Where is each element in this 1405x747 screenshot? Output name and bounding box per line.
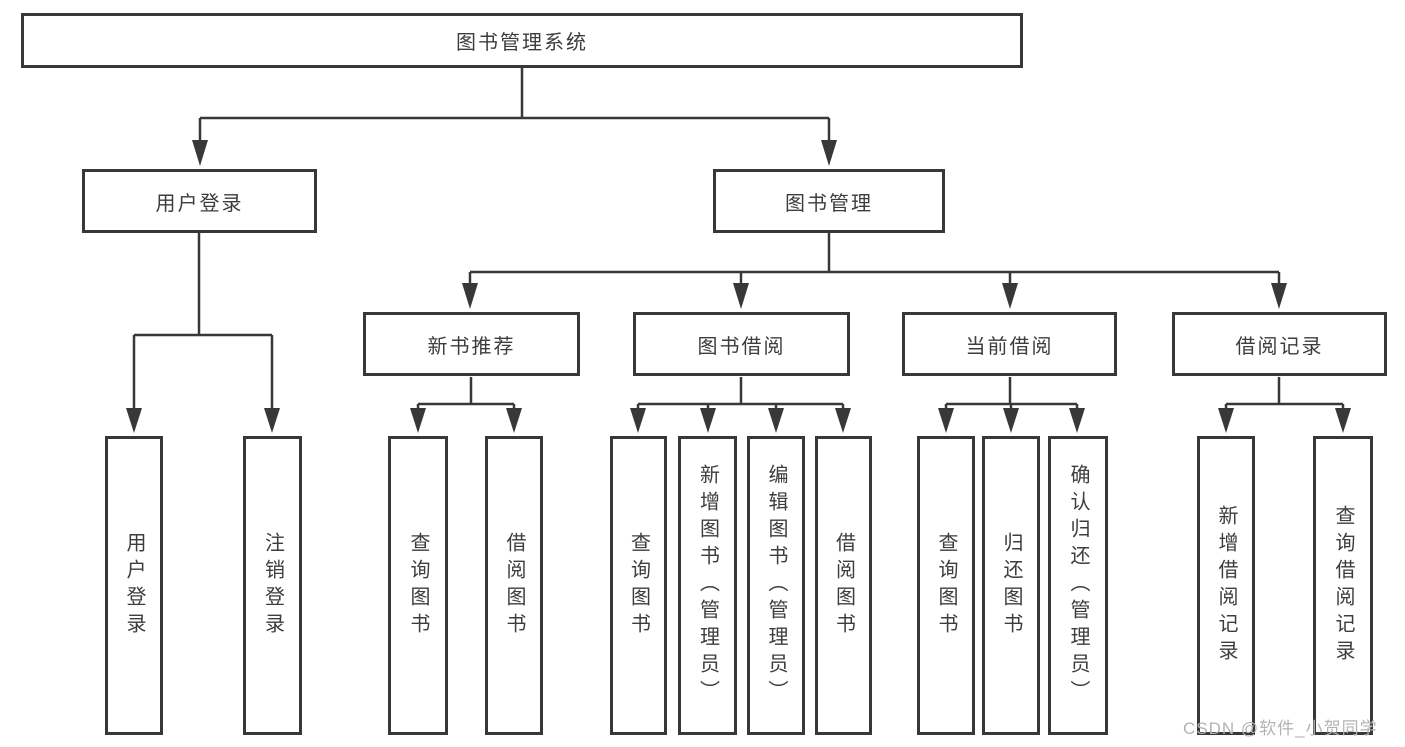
node-user-login-group: 用户登录 — [82, 169, 317, 233]
leaf-bb-add-books-admin: 新增图书（管理员） — [678, 436, 737, 735]
leaf-bb-query-books: 查询图书 — [610, 436, 667, 735]
csdn-watermark: CSDN @软件_小贺同学 — [1183, 719, 1378, 738]
leaf-cb-return-books: 归还图书 — [982, 436, 1040, 735]
node-book-borrow: 图书借阅 — [633, 312, 850, 376]
node-root-system: 图书管理系统 — [21, 13, 1023, 68]
branch-lines — [132, 68, 1345, 412]
node-book-management-group: 图书管理 — [713, 169, 945, 233]
leaf-cb-query-books: 查询图书 — [917, 436, 975, 735]
leaf-nb-borrow-books: 借阅图书 — [485, 436, 543, 735]
node-current-borrow: 当前借阅 — [902, 312, 1117, 376]
leaf-br-add-record: 新增借阅记录 — [1197, 436, 1255, 735]
node-new-book-recommend: 新书推荐 — [363, 312, 580, 376]
leaf-bb-borrow-books: 借阅图书 — [815, 436, 872, 735]
leaf-user-login: 用户登录 — [105, 436, 163, 735]
arrow-down-icon — [126, 140, 1351, 433]
leaf-cb-confirm-return-admin: 确认归还（管理员） — [1048, 436, 1108, 735]
node-borrow-records: 借阅记录 — [1172, 312, 1387, 376]
leaf-logout: 注销登录 — [243, 436, 302, 735]
leaf-bb-edit-books-admin: 编辑图书（管理员） — [747, 436, 805, 735]
leaf-br-query-record: 查询借阅记录 — [1313, 436, 1373, 735]
leaf-nb-query-books: 查询图书 — [388, 436, 448, 735]
